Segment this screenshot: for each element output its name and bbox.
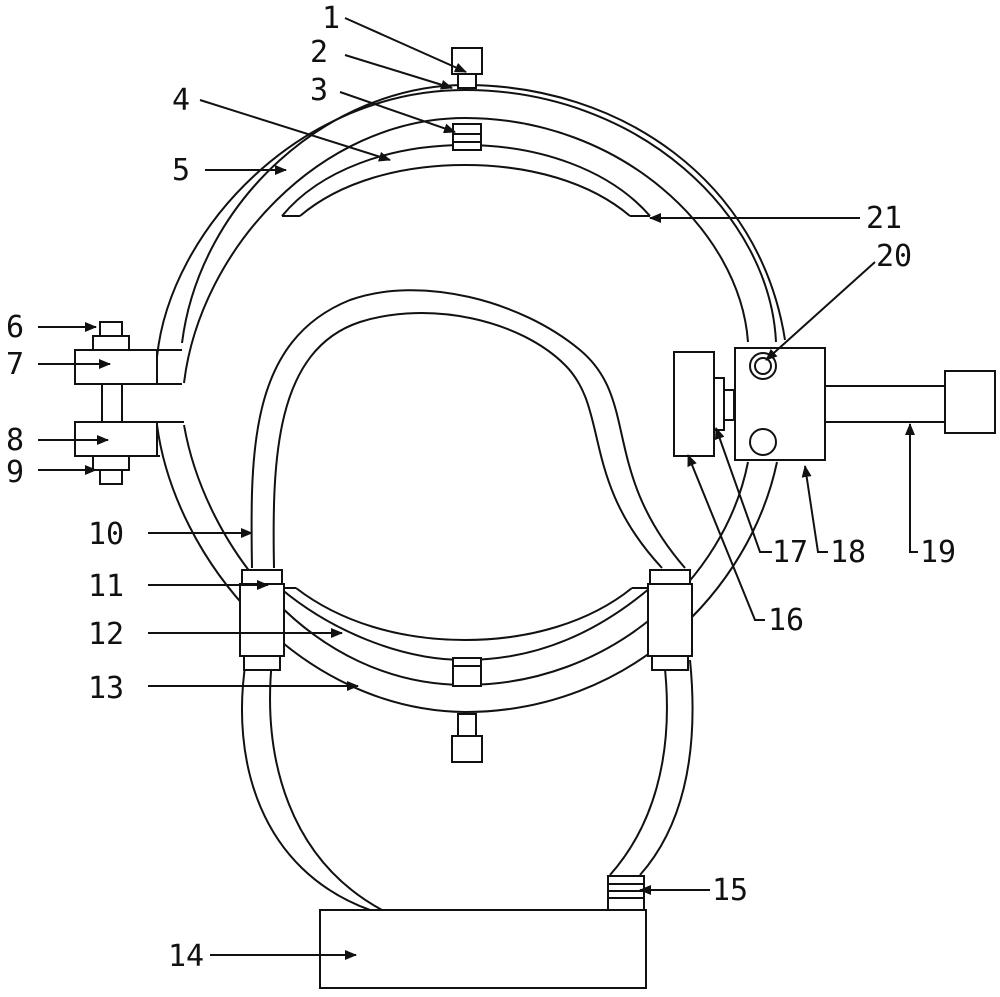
label-8: 8 — [6, 423, 24, 458]
label-21: 21 — [866, 201, 902, 236]
label-18: 18 — [830, 535, 866, 570]
label-14: 14 — [168, 939, 204, 974]
connector — [607, 875, 645, 911]
label-9: 9 — [6, 455, 24, 490]
label-13: 13 — [88, 671, 124, 706]
label-4: 4 — [172, 83, 190, 118]
label-10: 10 — [88, 517, 124, 552]
label-17: 17 — [772, 535, 808, 570]
bottom-knob — [451, 657, 483, 763]
label-11: 11 — [88, 569, 124, 604]
leader-lines — [38, 17, 918, 960]
label-5: 5 — [172, 153, 190, 188]
base — [319, 909, 647, 989]
label-2: 2 — [310, 35, 328, 70]
label-16: 16 — [768, 603, 804, 638]
label-6: 6 — [6, 310, 24, 345]
lower-tubes — [240, 659, 694, 911]
label-20: 20 — [876, 239, 912, 274]
label-1: 1 — [322, 1, 340, 36]
label-19: 19 — [920, 535, 956, 570]
hinge — [74, 321, 184, 485]
pump-unit — [673, 347, 996, 461]
label-12: 12 — [88, 617, 124, 652]
top-knob — [451, 47, 483, 151]
label-7: 7 — [6, 347, 24, 382]
label-3: 3 — [310, 73, 328, 108]
flexible-tube — [250, 289, 686, 569]
label-15: 15 — [712, 873, 748, 908]
part-labels: 1 2 3 4 5 6 7 8 9 10 11 12 13 14 15 16 1… — [6, 1, 956, 974]
coupling-right — [647, 569, 693, 671]
inner-arc-top — [281, 143, 651, 217]
